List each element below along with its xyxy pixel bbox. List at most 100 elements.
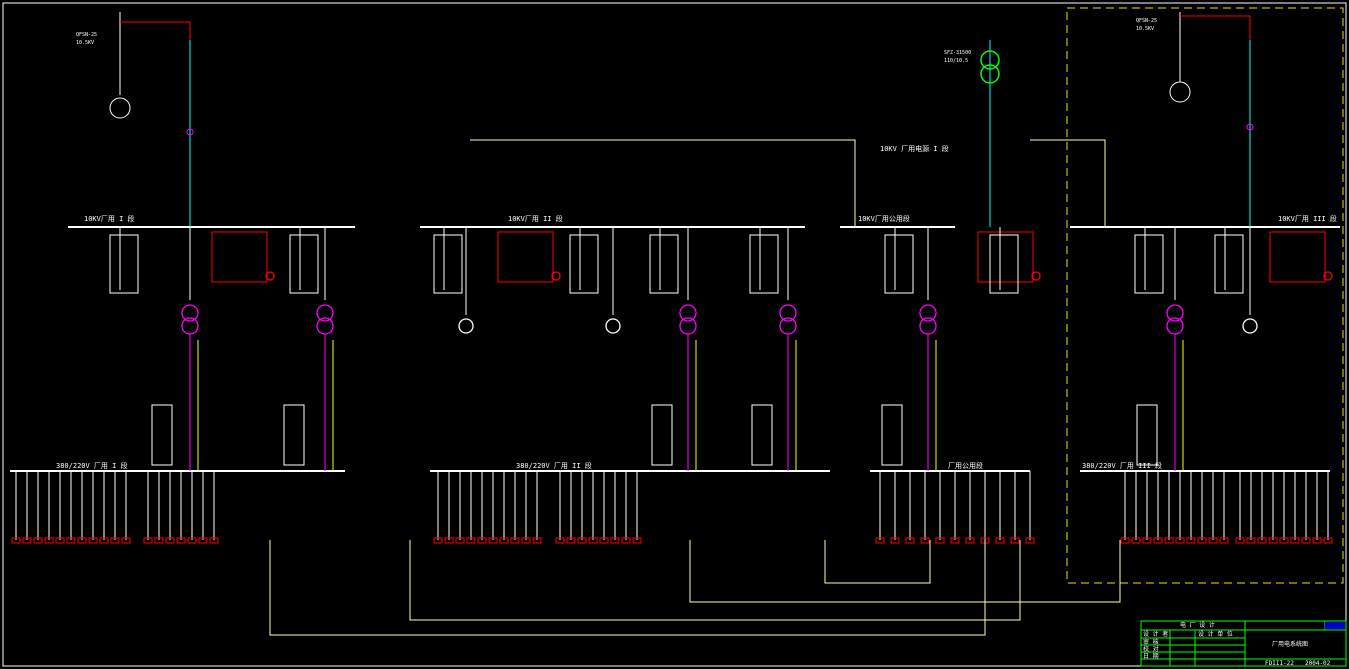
bus380-3b-feeder-tag-1 [1246,537,1256,544]
bus380-common-feeder-tag-5 [950,537,960,544]
switchgear-cabinet-0 [109,234,139,294]
bus380-2-feeder-tag-6 [499,537,509,544]
bus380-1-feeder-tag-6 [77,537,87,544]
bus380-1-feeder-tag-4 [55,537,65,544]
bus380-3-feeder-tag-0 [1120,537,1130,544]
protection-relay-3 [1323,271,1333,281]
lv-transformer-hv-winding-3 [779,304,797,322]
protection-panel-1 [497,231,554,283]
bus380-3-feeder-tag-7 [1197,537,1207,544]
feeders [11,227,1333,544]
switchgear-cabinet-5 [749,234,779,294]
bus380-2-feeder-tag-4 [477,537,487,544]
title-block-title: 电 厂 设 计 [1180,622,1215,629]
lv-transformer-hv-winding-2 [679,304,697,322]
title-block-row-1: 设 计 者 [1143,631,1169,638]
bus380-1-feeder-tag-1 [22,537,32,544]
bus380-1-feeder-tag-10 [121,537,131,544]
switchgear-cabinet-9 [1214,234,1244,294]
gen1-label-b: 10.5KV [76,40,95,46]
bus380-3b-feeder-tag-8 [1323,537,1333,544]
tie-line-bottom-2 [409,540,1021,621]
title-block-row-3: 校 对 [1143,646,1159,653]
gen2-label-b: 10.5KV [1136,26,1155,32]
bus380-3b-feeder-tag-7 [1312,537,1322,544]
lv-transformer-hv-winding-0 [181,304,199,322]
bus380-3-feeder-tag-2 [1142,537,1152,544]
bus380-2b-feeder-tag-3 [588,537,598,544]
switchgear-cabinet-1 [289,234,319,294]
protection-relay-2 [1031,271,1041,281]
motor-icon-2 [1242,318,1258,334]
lv-transformer-hv-winding-5 [1166,304,1184,322]
bus380-3-feeder-tag-3 [1153,537,1163,544]
title-block-row-2: 审 核 [1143,639,1159,646]
bus380-2b-feeder-tag-0 [555,537,565,544]
bus380-common-feeder-tag-0 [875,537,885,544]
main-transformer-label-b: 110/10.5 [944,58,969,64]
bus380-3b-feeder-tag-5 [1290,537,1300,544]
bus380-1-feeder-tag-2 [33,537,43,544]
tie-line-bottom-3 [689,540,1121,603]
bus380-2b-feeder-tag-2 [577,537,587,544]
bus380-1b-feeder-tag-1 [154,537,164,544]
bus380-2-feeder-tag-3 [466,537,476,544]
bus380-3-feeder-tag-5 [1175,537,1185,544]
bus380-2-feeder-tag-7 [510,537,520,544]
generator-2-feeder [1169,12,1254,227]
lv-breaker-box-0 [151,404,173,466]
motor-icon-1 [605,318,621,334]
bus380-2-feeder-tag-8 [521,537,531,544]
bus380-1b-feeder-tag-2 [165,537,175,544]
bus380-3b-feeder-tag-3 [1268,537,1278,544]
bus380-3-feeder-tag-6 [1186,537,1196,544]
bus380-2b-feeder-tag-6 [621,537,631,544]
bus380-common-feeder-tag-4 [935,537,945,544]
bus380-1b-feeder-tag-3 [176,537,186,544]
bus380-2b-feeder-tag-4 [599,537,609,544]
switchgear-cabinet-6 [884,234,914,294]
title-block-drawing-no: FDIII-22 [1265,660,1294,667]
main-transformer-label-a: SFZ-31500 [944,50,972,56]
lv-breaker-box-3 [751,404,773,466]
bus-label-380-1: 380/220V 厂用 I 段 [56,462,128,470]
title-block-year: 2004-02 [1305,660,1331,667]
bus-label-10kv-3: 10KV厂用 III 段 [1278,215,1337,223]
bus380-3-feeder-tag-9 [1219,537,1229,544]
switchgear-cabinet-2 [433,234,463,294]
generator-1-feeder [109,12,194,227]
bus380-2b-feeder-tag-7 [632,537,642,544]
bus-label-10kv-1: 10KV厂用 I 段 [84,215,135,223]
title-block-row-4: 日 期 [1143,653,1159,660]
bus380-1-feeder-tag-3 [44,537,54,544]
tie-line-top [470,139,856,227]
tie-line-bottom-4 [824,540,931,584]
protection-relay-0 [265,271,275,281]
title-block-company: 设 计 单 位 [1198,631,1233,638]
bus380-1-feeder-tag-0 [11,537,21,544]
lv-transformer-hv-winding-1 [316,304,334,322]
bus380-common-feeder-tag-9 [1010,537,1020,544]
motor-icon-0 [458,318,474,334]
lv-breaker-box-5 [1136,404,1158,466]
bus-label-10kv-4: 10KV 厂用电源 I 段 [880,145,949,153]
bus380-3b-feeder-tag-4 [1279,537,1289,544]
bus-label-10kv-2: 10KV厂用 II 段 [508,215,563,223]
lv-breaker-box-4 [881,404,903,466]
bus-label-10kv-common: 10KV厂用公用段 [858,215,910,223]
lv-transformer-hv-winding-4 [919,304,937,322]
bus380-3b-feeder-tag-2 [1257,537,1267,544]
gen2-label-a: QFSN-25 [1136,18,1158,24]
bus-label-380-2: 380/220V 厂用 II 段 [516,462,592,470]
switchgear-cabinet-3 [569,234,599,294]
protection-panel-3 [1269,231,1326,283]
bus380-1-feeder-tag-9 [110,537,120,544]
tie-line-right [1030,139,1106,227]
bus380-2-feeder-tag-5 [488,537,498,544]
bus380-1-feeder-tag-5 [66,537,76,544]
generator-2-icon [1169,81,1191,103]
bus380-3-feeder-tag-8 [1208,537,1218,544]
bus380-2-feeder-tag-9 [532,537,542,544]
